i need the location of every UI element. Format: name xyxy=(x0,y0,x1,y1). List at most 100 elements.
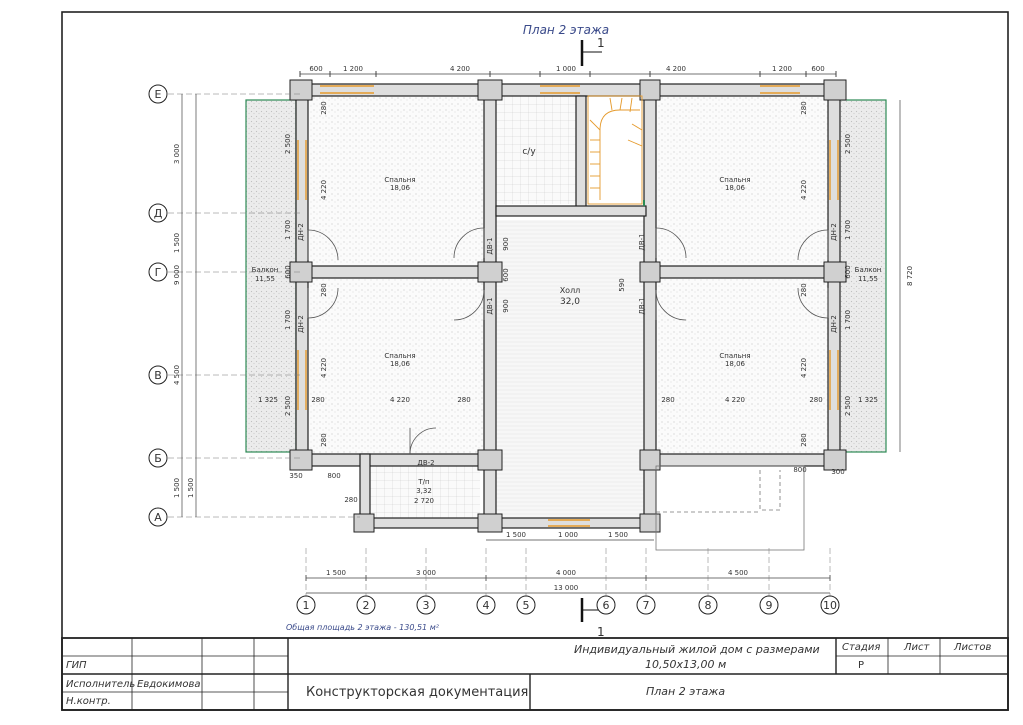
title-block-grid xyxy=(61,637,1009,711)
svg-text:1 500: 1 500 xyxy=(187,478,195,498)
svg-text:ДВ-1: ДВ-1 xyxy=(486,297,494,314)
svg-text:ДВ-1: ДВ-1 xyxy=(638,233,646,250)
staircase xyxy=(587,95,643,205)
svg-text:1: 1 xyxy=(597,36,605,50)
top-dimension-chain: 600 1 200 4 200 1 000 4 200 1 200 600 xyxy=(299,65,837,77)
svg-text:ДН-2: ДН-2 xyxy=(297,315,305,333)
sheet-label: Лист xyxy=(904,642,930,653)
stage-label: Стадия xyxy=(842,642,881,653)
bottom-openings-chain: 1 500 1 000 1 500 xyxy=(486,531,654,541)
svg-text:1 500: 1 500 xyxy=(173,478,181,498)
bedroom-bottom-right-area xyxy=(656,276,828,458)
doc-type: Конструкторская документация xyxy=(306,685,529,700)
plan-title: План 2 этажа xyxy=(523,23,609,37)
svg-text:2 500: 2 500 xyxy=(284,396,292,416)
svg-text:Д: Д xyxy=(154,207,163,220)
stage-value: Р xyxy=(858,660,865,671)
svg-text:В: В xyxy=(154,369,162,382)
svg-text:8 720: 8 720 xyxy=(906,266,914,286)
svg-text:ДВ-1: ДВ-1 xyxy=(486,237,494,254)
svg-text:5: 5 xyxy=(523,599,530,612)
svg-text:280: 280 xyxy=(320,433,328,446)
bathroom-area xyxy=(496,96,576,204)
svg-text:ДВ-2: ДВ-2 xyxy=(417,459,434,467)
windows xyxy=(297,85,839,527)
svg-text:280: 280 xyxy=(809,396,822,404)
svg-text:1 500: 1 500 xyxy=(608,531,628,539)
svg-text:ДН-2: ДН-2 xyxy=(830,315,838,333)
svg-text:Е: Е xyxy=(155,88,162,101)
svg-text:1 700: 1 700 xyxy=(844,310,852,330)
room-name-bathroom: с/у xyxy=(522,147,536,157)
bedroom-bottom-left-area xyxy=(306,276,484,458)
storage-dim: 2 720 xyxy=(414,497,434,505)
wall-corners xyxy=(289,79,847,533)
total-area-note: Общая площадь 2 этажа - 130,51 м² xyxy=(286,623,440,632)
svg-text:1 325: 1 325 xyxy=(258,396,278,404)
room-name-bedroom-tl: Спальня xyxy=(384,176,415,184)
room-area-bedroom-br: 18,06 xyxy=(725,360,746,368)
role-norm-control: Н.контр. xyxy=(66,696,111,707)
svg-text:280: 280 xyxy=(320,283,328,296)
svg-text:4 220: 4 220 xyxy=(800,180,808,200)
svg-text:13 000: 13 000 xyxy=(554,584,579,592)
svg-text:1 500: 1 500 xyxy=(506,531,526,539)
svg-text:1: 1 xyxy=(303,599,310,612)
svg-text:2 500: 2 500 xyxy=(844,134,852,154)
sheets-label: Листов xyxy=(954,642,992,653)
svg-text:1 000: 1 000 xyxy=(556,65,576,73)
room-name-bedroom-bl: Спальня xyxy=(384,352,415,360)
svg-text:280: 280 xyxy=(320,101,328,114)
room-name-balcony-r: Балкон xyxy=(855,266,882,274)
svg-text:ДВ-1: ДВ-1 xyxy=(638,297,646,314)
svg-text:1 000: 1 000 xyxy=(558,531,578,539)
svg-text:600: 600 xyxy=(502,268,510,281)
balcony-right xyxy=(835,99,887,453)
inner-dimensions: 280 280 2 500 2 500 4 220 4 220 1 700 1 … xyxy=(258,101,878,504)
svg-text:4 220: 4 220 xyxy=(320,180,328,200)
svg-text:2 500: 2 500 xyxy=(844,396,852,416)
svg-text:600: 600 xyxy=(811,65,824,73)
room-area-bedroom-bl: 18,06 xyxy=(390,360,411,368)
svg-text:280: 280 xyxy=(661,396,674,404)
room-area-balcony-r: 11,55 xyxy=(858,275,878,283)
svg-text:7: 7 xyxy=(643,599,650,612)
svg-text:Б: Б xyxy=(154,452,162,465)
room-area-hall: 32,0 xyxy=(560,297,580,307)
svg-text:800: 800 xyxy=(793,466,806,474)
svg-text:1 500: 1 500 xyxy=(173,233,181,253)
svg-text:4 220: 4 220 xyxy=(390,396,410,404)
storage-area xyxy=(370,466,480,518)
svg-text:1 700: 1 700 xyxy=(844,220,852,240)
balcony-left xyxy=(245,99,297,453)
bedroom-top-right-area xyxy=(656,90,828,268)
room-name-bedroom-br: Спальня xyxy=(719,352,750,360)
svg-text:590: 590 xyxy=(618,278,626,291)
executor-name: Евдокимова xyxy=(137,679,201,690)
svg-text:А: А xyxy=(154,511,162,524)
section-mark-top: 1 xyxy=(580,36,605,66)
svg-text:1 325: 1 325 xyxy=(858,396,878,404)
svg-text:3: 3 xyxy=(423,599,430,612)
svg-text:1 500: 1 500 xyxy=(326,569,346,577)
room-labels: Спальня 18,06 Спальня 18,06 Спальня 18,0… xyxy=(252,147,882,505)
svg-text:600: 600 xyxy=(844,265,852,278)
room-area-storage: 3,32 xyxy=(416,487,432,495)
door-swings xyxy=(307,227,829,455)
svg-text:1 700: 1 700 xyxy=(284,310,292,330)
svg-text:Г: Г xyxy=(155,266,162,279)
svg-text:900: 900 xyxy=(502,299,510,312)
svg-text:350: 350 xyxy=(289,472,302,480)
svg-text:280: 280 xyxy=(800,283,808,296)
svg-text:3 000: 3 000 xyxy=(173,144,181,164)
svg-text:6: 6 xyxy=(603,599,610,612)
room-area-bedroom-tl: 18,06 xyxy=(390,184,411,192)
svg-text:4 220: 4 220 xyxy=(320,358,328,378)
svg-text:1 200: 1 200 xyxy=(343,65,363,73)
room-name-balcony-l: Балкон xyxy=(252,266,279,274)
svg-text:900: 900 xyxy=(502,237,510,250)
svg-text:2: 2 xyxy=(363,599,370,612)
role-gip: ГИП xyxy=(66,660,87,671)
svg-text:8: 8 xyxy=(705,599,712,612)
